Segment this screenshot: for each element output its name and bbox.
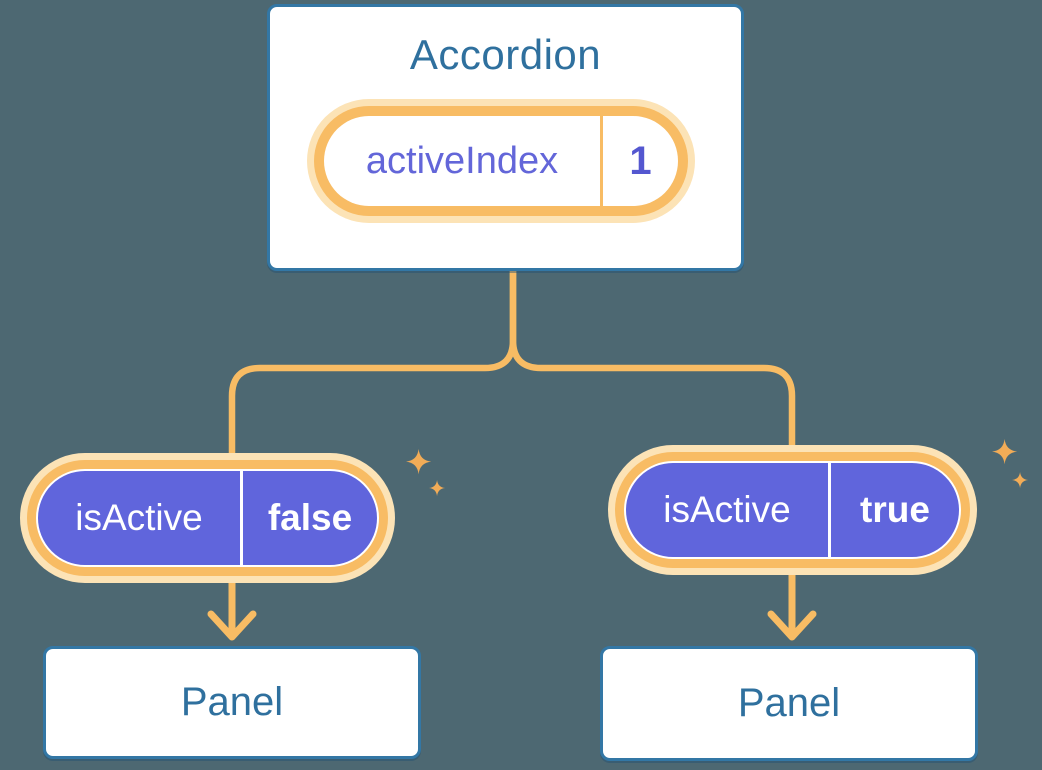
state-value-label: 1 [629,138,652,183]
down-arrow-left-head-icon [207,610,257,641]
tree-branch-left [228,271,517,454]
prop-pill-body: isActive false [36,469,379,567]
tree-branch-right [509,271,796,446]
prop-pill-isactive-true: isActive true [608,445,977,575]
sparkle-icon [406,449,432,475]
panel-component-box-left: Panel [43,646,421,759]
state-pill-activeindex: activeIndex 1 [307,99,695,223]
pill-divider [600,116,603,206]
pill-divider [828,463,831,557]
pill-divider [240,471,243,565]
sparkle-icon [992,439,1018,465]
prop-pill-ring: isActive true [615,452,970,568]
prop-pill-body: isActive true [624,461,961,559]
state-pill-ring: activeIndex 1 [314,106,688,216]
accordion-title: Accordion [409,31,602,78]
prop-pill-isactive-false: isActive false [20,453,395,583]
prop-pill-ring: isActive false [27,460,388,576]
down-arrow-right-head-icon [767,610,817,641]
prop-value-label: true [860,489,930,530]
panel-component-box-right: Panel [600,646,978,761]
state-name-label: activeIndex [365,139,559,182]
state-pill-body: activeIndex 1 [324,116,678,206]
sparkle-icon [1012,472,1029,489]
prop-value-label: false [267,497,353,538]
prop-name-label: isActive [75,497,203,538]
sparkle-icon [429,480,446,497]
prop-name-label: isActive [663,489,791,530]
